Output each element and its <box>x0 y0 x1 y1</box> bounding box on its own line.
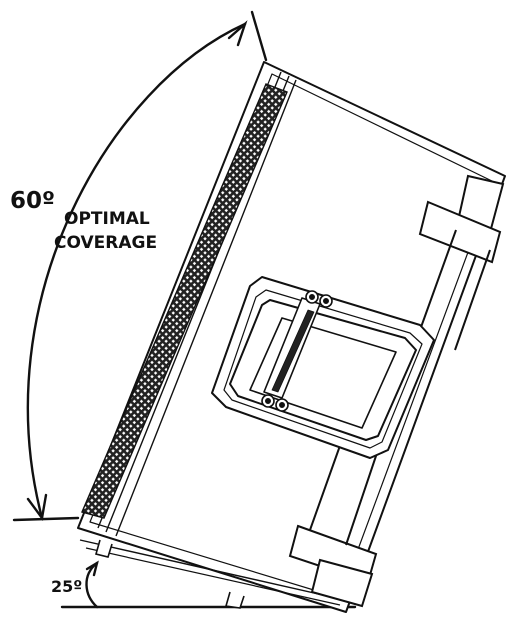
optimal-coverage-line2: COVERAGE <box>54 233 157 253</box>
coverage-boundary-lines <box>12 10 268 522</box>
handle-bolts <box>261 290 333 412</box>
floor-and-tilt <box>60 560 357 609</box>
angle-coverage-label: 60º <box>10 188 55 214</box>
base-feet <box>95 539 245 609</box>
speaker-grille <box>81 83 288 519</box>
angle-tilt-label: 25º <box>51 577 82 596</box>
optimal-coverage-line1: OPTIMAL <box>64 209 150 229</box>
top-bracket <box>418 174 505 351</box>
bottom-bracket <box>288 439 379 608</box>
